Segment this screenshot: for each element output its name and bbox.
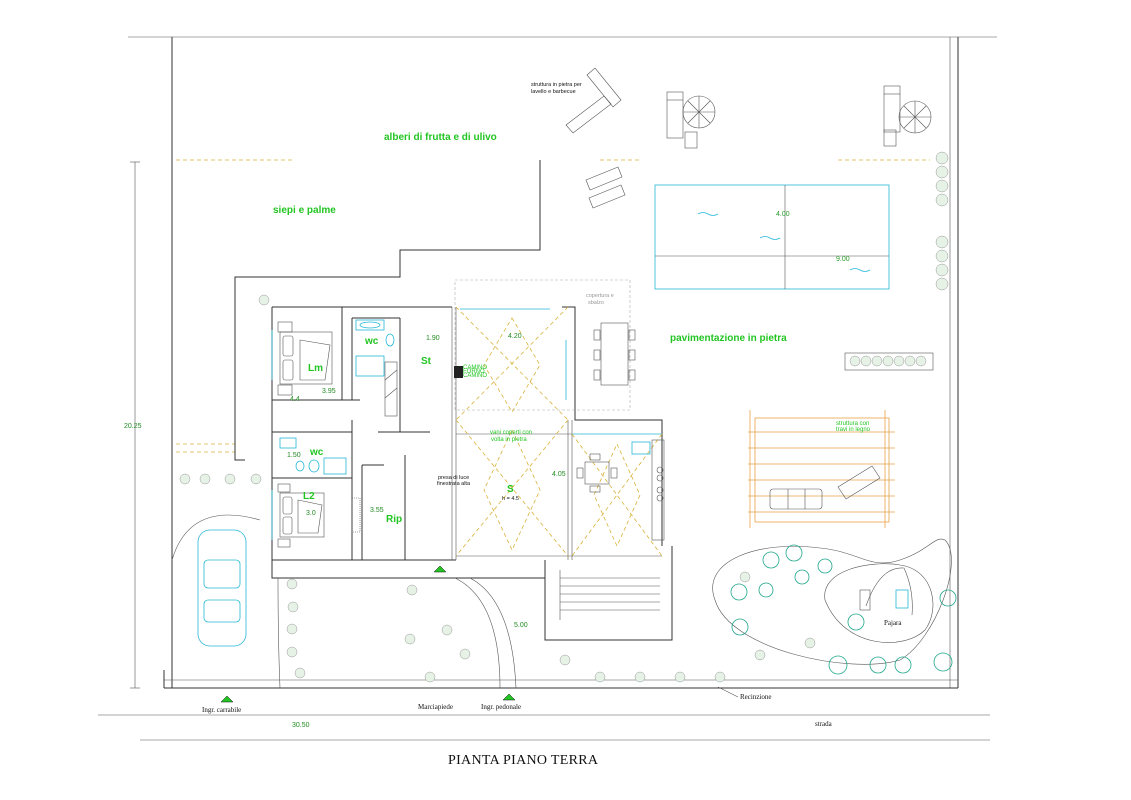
bathroom-1-fixtures — [355, 319, 395, 377]
room-s-height: h = 4.5 — [502, 496, 519, 502]
fireplace-symbol: CAMINO FORNO CAMINO — [454, 365, 487, 379]
trees-label: alberi di frutta e di ulivo — [384, 132, 497, 143]
sidewalk-label: Marciapiede — [418, 703, 453, 711]
dim-room-420: 4.20 — [508, 333, 522, 340]
garden-zone-outline — [234, 160, 541, 461]
car — [171, 514, 261, 647]
skylight-note-line-1: presa di luce — [438, 475, 469, 481]
dim-wc-width: 1.90 — [426, 335, 440, 342]
hedge-palm-label: siepi e palme — [273, 205, 336, 216]
dim-front-500: 5.00 — [514, 622, 528, 629]
front-terrace: 5.00 — [271, 546, 673, 689]
bed-l2 — [277, 483, 325, 548]
vault-note-line-2: volta in pietra — [491, 437, 527, 443]
site-labels: Ingr. carrabile Marciapiede Ingr. pedona… — [202, 686, 833, 728]
sun-loungers — [585, 85, 932, 209]
room-l2: L2 — [303, 491, 315, 502]
pedestrian-entrance-label: Ingr. pedonale — [481, 703, 521, 711]
kitchen-counter — [576, 439, 665, 541]
drawing-title: PIANTA PIANO TERRA — [448, 753, 599, 768]
swimming-pool: 4.00 9.00 — [654, 184, 890, 290]
drive-entrance-label: Ingr. carrabile — [202, 706, 241, 714]
dim-lm-depth: 4.4 — [290, 396, 300, 403]
lounger-umbrella-2 — [883, 85, 932, 147]
cover-note-line-1: copertura e — [586, 293, 614, 299]
house: copertura e sbalzo — [271, 279, 665, 561]
pajara-area: Pajara — [712, 538, 957, 675]
lawn-shrubs — [179, 294, 816, 683]
pergola-note-line-2: travi in legno — [836, 427, 871, 433]
dim-rip-width: 3.55 — [370, 507, 384, 514]
zone-lines — [176, 159, 930, 453]
street-label: strada — [815, 720, 833, 728]
fireplace-note-2: FORNO — [463, 369, 485, 375]
dim-l2-depth: 3.0 — [306, 510, 316, 517]
fireplace-note-3: CAMINO — [463, 373, 487, 379]
vault-note-line-1: vani coperti con — [490, 430, 532, 436]
dim-kitchen-405: 4.05 — [552, 471, 566, 478]
pool-length-dim: 9.00 — [836, 256, 850, 263]
dim-overall-width: 30.50 — [292, 722, 310, 729]
cover-note-line-2: sbalzo — [588, 300, 604, 306]
dim-overall-height: 20.25 — [124, 423, 142, 430]
bathroom-2-fixtures — [279, 437, 347, 475]
pergola-note-line-1: struttura con — [836, 421, 869, 427]
pajara-label: Pajara — [884, 619, 902, 627]
paving-label: pavimentazione in pietra — [670, 333, 787, 344]
bbq-note-line-2: lavello e barbecue — [531, 89, 576, 95]
shrubs-right — [935, 151, 949, 291]
room-s: S — [507, 484, 514, 495]
overall-dimensions: 20.25 30.50 — [124, 161, 310, 729]
bbq-structure: struttura in pietra per lavello e barbec… — [531, 67, 622, 134]
pool-width-dim: 4.00 — [776, 211, 790, 218]
site-boundary — [98, 36, 997, 741]
fireplace-note-1: CAMINO — [463, 365, 487, 371]
dim-wc2-width: 1.50 — [287, 452, 301, 459]
bbq-note-line-1: struttura in pietra per — [531, 82, 582, 88]
fence-label: Recinzione — [740, 693, 772, 701]
planter — [844, 352, 934, 371]
room-wc-2: wc — [309, 447, 324, 458]
master-bed — [277, 321, 333, 396]
room-wc-1: wc — [364, 336, 379, 347]
pergola: struttura con travi in legno — [748, 410, 895, 528]
room-lm: Lm — [308, 363, 323, 374]
room-st: St — [421, 356, 432, 367]
skylight-note-line-2: finestrata alta — [437, 481, 471, 487]
room-rip: Rip — [386, 514, 402, 525]
lounger-umbrella-1 — [666, 91, 716, 149]
dim-lm-width: 3.95 — [322, 388, 336, 395]
